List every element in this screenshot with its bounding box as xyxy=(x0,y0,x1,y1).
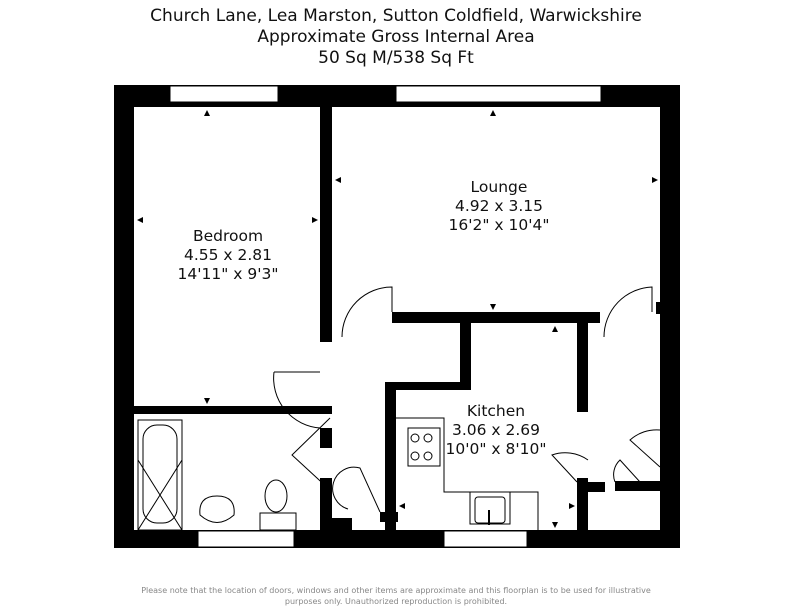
disclaimer-line2: purposes only. Unauthorized reproduction… xyxy=(284,597,508,606)
room-metric: 4.55 x 2.81 xyxy=(183,246,273,264)
window-kitchen xyxy=(443,530,528,548)
left-wall xyxy=(114,85,134,548)
hob-icon xyxy=(407,427,441,467)
window-lounge xyxy=(395,85,602,103)
dimension-arrows xyxy=(137,110,658,528)
room-lounge: Lounge 4.92 x 3.15 16'2" x 10'4" xyxy=(449,178,550,235)
right-wall xyxy=(660,85,680,548)
room-bedroom: Bedroom 4.55 x 2.81 14'11" x 9'3" xyxy=(178,227,279,284)
room-name: Kitchen xyxy=(466,402,526,420)
room-name: Lounge xyxy=(470,178,528,196)
room-imperial: 10'0" x 8'10" xyxy=(445,440,547,458)
address-title: Church Lane, Lea Marston, Sutton Coldfie… xyxy=(150,6,642,26)
lounge-bottom-wall xyxy=(392,312,600,323)
area-subtitle: Approximate Gross Internal Area xyxy=(257,27,535,47)
kitchen-left-wall xyxy=(385,382,396,530)
basin-icon xyxy=(199,495,235,523)
windows xyxy=(169,85,602,548)
toilet-icon xyxy=(259,512,297,531)
room-kitchen: Kitchen 3.06 x 2.69 10'0" x 8'10" xyxy=(446,402,547,459)
fixtures xyxy=(137,417,539,531)
room-imperial: 14'11" x 9'3" xyxy=(177,265,279,283)
room-metric: 3.06 x 2.69 xyxy=(451,421,541,439)
bedroom-bath-wall xyxy=(134,406,332,414)
room-metric: 4.92 x 3.15 xyxy=(454,197,544,215)
area-value: 50 Sq M/538 Sq Ft xyxy=(318,48,474,68)
disclaimer-line1: Please note that the location of doors, … xyxy=(141,586,651,595)
door-lounge xyxy=(341,286,393,338)
walls xyxy=(114,85,680,548)
doors xyxy=(273,286,661,513)
worktop xyxy=(396,417,539,530)
bath-icon xyxy=(137,419,183,531)
room-imperial: 16'2" x 10'4" xyxy=(448,216,550,234)
window-bedroom xyxy=(169,85,279,103)
room-name: Bedroom xyxy=(192,227,264,245)
window-bathroom xyxy=(197,530,295,548)
bedroom-lounge-wall xyxy=(320,107,332,342)
kitchen-right-wall xyxy=(577,322,588,412)
